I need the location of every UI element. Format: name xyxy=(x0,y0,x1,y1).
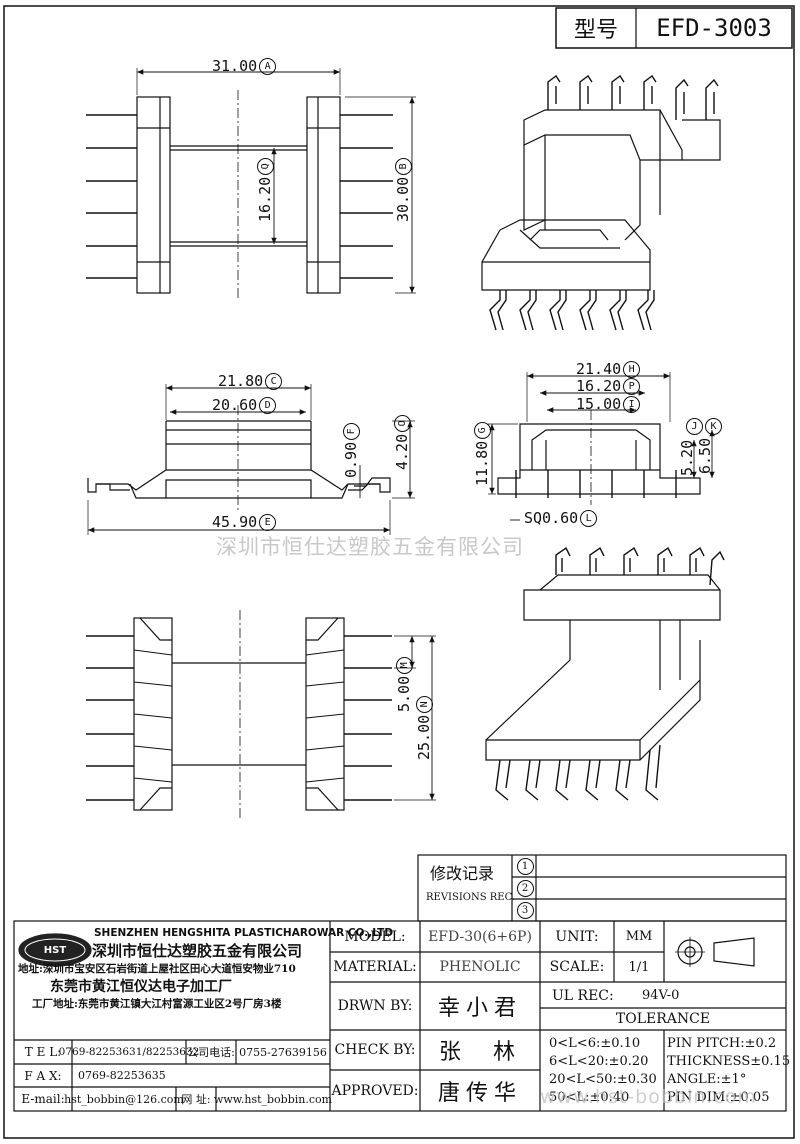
spec-approved-value: 唐传华 xyxy=(437,1080,522,1106)
spec-material-value: PHENOLIC xyxy=(439,959,521,975)
model-label: 型号 xyxy=(573,18,618,43)
spec-unit-value: MM xyxy=(625,929,653,944)
spec-model-label: MODEL: xyxy=(344,928,406,945)
company-address: 地址:深圳市宝安区石岩街道上屋社区田心大道恒安物业710 xyxy=(18,963,296,975)
dim-k: 6.50 xyxy=(696,437,714,474)
side-view xyxy=(87,384,415,535)
revisions-subtitle: REVISIONS REC. xyxy=(426,892,516,903)
spec-ul-label: UL REC: xyxy=(552,988,614,1004)
iso-view-top xyxy=(481,74,721,331)
revision-row-2: 2 xyxy=(512,877,536,899)
company-name-cn: 深圳市恒仕达塑胶五金有限公司 xyxy=(92,942,303,960)
model-number: EFD-3003 xyxy=(656,14,772,42)
company-logo-mark xyxy=(18,933,92,967)
spec-drawn-label: DRWN BY: xyxy=(337,998,413,1014)
spec-scale-value: 1/1 xyxy=(628,959,650,975)
revision-row-3: 3 xyxy=(512,899,536,921)
front-view xyxy=(488,372,715,521)
dim-o: 4.20O xyxy=(393,414,411,470)
spec-model-value: EFD-30(6+6P) xyxy=(428,928,532,945)
phone-label: 公司电话: xyxy=(187,1046,235,1059)
revisions-title: 修改记录 xyxy=(430,864,495,883)
web-value[interactable]: www.hst_bobbin.com xyxy=(213,1092,333,1106)
spec-unit-label: UNIT: xyxy=(555,928,599,945)
iso-view-bottom xyxy=(485,546,725,801)
spec-check-value: 张 林 xyxy=(439,1040,521,1065)
title-block-lines xyxy=(13,854,787,1112)
email-label: E-mail: xyxy=(21,1092,65,1106)
dim-m: 5.00M xyxy=(395,656,413,712)
phone-value: 0755-27639156 xyxy=(239,1045,327,1059)
tolerance-title: TOLERANCE xyxy=(615,1011,711,1027)
bottom-view xyxy=(86,610,436,820)
watermark-text: 深圳市恒仕达塑胶五金有限公司 xyxy=(216,535,524,559)
dim-q: 16.20Q xyxy=(256,157,274,222)
factory-address: 工厂地址:东莞市黄江镇大江村富源工业区2号厂房3楼 xyxy=(32,998,282,1010)
dim-g: 11.80G xyxy=(473,421,491,486)
dim-j: 5.20 xyxy=(678,439,696,476)
spec-material-label: MATERIAL: xyxy=(333,959,417,975)
dim-b: 30.00B xyxy=(394,157,412,222)
spec-check-label: CHECK BY: xyxy=(334,1042,416,1058)
fax-label: F A X: xyxy=(24,1068,62,1083)
logo-text: HST xyxy=(43,944,67,956)
spec-scale-label: SCALE: xyxy=(549,959,605,975)
bottom-watermark: www.hst-bobbin.com xyxy=(540,1086,757,1108)
company-name-en: SHENZHEN HENGSHITA PLASTICHAROWAR CO.,LT… xyxy=(94,927,394,939)
spec-drawn-value: 幸小君 xyxy=(437,996,522,1021)
dim-f: 0.90F xyxy=(342,422,360,478)
web-label: 网 址: xyxy=(181,1093,211,1106)
factory-name: 东莞市黄江恒仪达电子加工厂 xyxy=(50,979,232,995)
fax-value: 0769-82253635 xyxy=(78,1069,166,1082)
tel-value: 0769-82253631/82253632 xyxy=(58,1046,200,1058)
email-value[interactable]: hst_bobbin@126.com xyxy=(64,1092,184,1106)
header-box xyxy=(555,7,793,49)
dim-n: 25.00N xyxy=(415,695,433,760)
spec-ul-value: 94V-0 xyxy=(642,988,680,1003)
top-view xyxy=(86,68,416,300)
tel-label: T E L: xyxy=(24,1045,62,1059)
revision-row-1: 1 xyxy=(512,855,536,877)
spec-approved-label: APPROVED: xyxy=(331,1082,419,1099)
